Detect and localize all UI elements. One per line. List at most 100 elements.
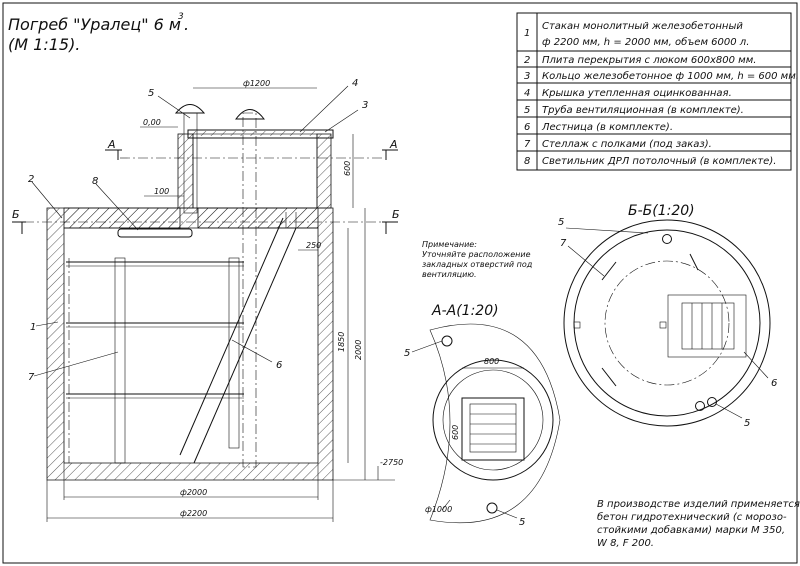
ceiling-lamp — [117, 228, 193, 238]
spec-row-7-text: Стеллаж с полками (под заказ). — [542, 139, 712, 150]
section-mark-A-right: А — [382, 138, 398, 160]
aa-vent-hole-2 — [486, 502, 498, 514]
spec-row-4-num: 4 — [524, 88, 530, 99]
aa-dim-600: 600 — [451, 425, 460, 440]
callout-5: 5 — [148, 88, 154, 99]
cover-slab-left — [63, 207, 181, 229]
neck-ring-right — [316, 133, 332, 209]
spec-row-7-num: 7 — [524, 139, 531, 150]
bb-vent-hole-1 — [662, 234, 672, 244]
spec-row-8-text: Светильник ДРЛ потолочный (в комплекте). — [542, 156, 776, 167]
aa-dim-800: 800 — [484, 357, 499, 366]
svg-text:Б: Б — [12, 208, 20, 221]
svg-text:А: А — [389, 138, 398, 151]
svg-text:Б: Б — [392, 208, 400, 221]
bb-callout-5b: 5 — [744, 418, 750, 429]
spec-row-6-num: 6 — [524, 122, 530, 133]
ventilation-note: Примечание: Уточняйте расположение закла… — [422, 240, 533, 279]
neck-ring-inner — [192, 133, 318, 209]
shelving-unit — [66, 257, 244, 464]
level-minus-2750: -2750 — [380, 458, 403, 467]
title-superscript: 3 — [178, 12, 184, 22]
footer-line4: W 8, F 200. — [597, 538, 654, 549]
callout-3: 3 — [362, 100, 368, 111]
bb-vent-hole-3 — [707, 397, 717, 407]
aa-outer-ring — [432, 359, 554, 481]
spec-row-3-num: 3 — [524, 71, 530, 82]
dim-d2200: ф2200 — [180, 509, 207, 518]
vent-pipe-1 — [174, 104, 206, 214]
bb-ladder-plan — [667, 294, 747, 358]
spec-row-8-num: 8 — [524, 156, 530, 167]
section-AA-view: А-А(1:20) 800 600 ф1000 5 5 — [404, 303, 561, 528]
spec-row-2-text: Плита перекрытия с люком 600х800 мм. — [542, 55, 756, 66]
callout-6: 6 — [276, 360, 282, 371]
bb-callout-5: 5 — [558, 217, 564, 228]
spec-row-5-text: Труба вентиляционная (в комплекте). — [542, 104, 744, 116]
spec-table: 1 Стакан монолитный железобетонный ф 220… — [516, 12, 799, 171]
bb-neck-outline — [604, 260, 730, 386]
spec-row-6-text: Лестница (в комплекте). — [541, 122, 673, 133]
dim-w250: 250 — [306, 241, 321, 250]
note-line1: Примечание: — [422, 240, 477, 249]
bb-outer-wall — [563, 219, 771, 427]
concrete-shell — [46, 207, 334, 481]
dim-d2000: ф2000 — [180, 488, 207, 497]
section-BB-title: Б-Б(1:20) — [628, 203, 695, 219]
note-line2: Уточняйте расположение — [422, 250, 531, 259]
spec-row-5-num: 5 — [524, 105, 530, 116]
concrete-note: В производстве изделий применяется бетон… — [597, 499, 800, 549]
dim-h600: 600 — [343, 161, 352, 176]
section-AA-title: А-А(1:20) — [431, 303, 499, 319]
aa-inner-ring — [442, 369, 544, 471]
spec-row-4-text: Крышка утепленная оцинкованная. — [542, 88, 732, 99]
title-line1: Погреб "Уралец" 6 м — [8, 15, 181, 34]
aa-dim-d1000: ф1000 — [425, 505, 452, 514]
spec-row-1-text2: ф 2200 мм, h = 2000 мм, объем 6000 л. — [542, 36, 749, 48]
spec-row-1-num: 1 — [524, 28, 530, 39]
aa-vent-hole-1 — [441, 335, 453, 347]
insulated-lid — [187, 129, 334, 139]
aa-callout-5: 5 — [404, 348, 410, 359]
spec-row-1-text: Стакан монолитный железобетонный — [542, 20, 743, 32]
dim-w100: 100 — [154, 187, 169, 196]
section-BB-view: Б-Б(1:20) 5 7 5 6 — [558, 203, 777, 429]
ladder — [179, 212, 297, 464]
aa-callout-5b: 5 — [519, 517, 525, 528]
footer-line2: бетон гидротехнический (с морозо- — [597, 511, 787, 523]
dim-h1850: 1850 — [337, 332, 346, 352]
spec-row-3-text: Кольцо железобетонное ф 1000 мм, h = 600… — [542, 70, 799, 82]
spec-row-2-num: 2 — [524, 55, 530, 66]
neck-ring-left — [177, 133, 194, 209]
note-line4: вентиляцию. — [422, 270, 477, 279]
callout-4: 4 — [352, 78, 358, 89]
callout-8: 8 — [92, 176, 98, 187]
drawing-title: Погреб "Уралец" 6 м 3 . (М 1:15). — [8, 12, 189, 54]
title-line1-end: . — [184, 15, 189, 34]
section-mark-A-left: А — [105, 138, 122, 160]
footer-line1: В производстве изделий применяется — [597, 499, 800, 510]
title-scale: (М 1:15). — [8, 35, 80, 54]
callout-7: 7 — [28, 372, 35, 383]
main-section-view: ф1200 0,00 600 100 250 1850 2000 -2750 ф… — [12, 78, 403, 522]
aa-hatch-opening — [461, 397, 525, 461]
vent-pipe-2 — [235, 109, 265, 468]
spec-table-border — [516, 12, 792, 171]
dim-d1200: ф1200 — [243, 79, 270, 88]
section-mark-B-left: Б — [12, 208, 26, 234]
cover-slab-right — [197, 207, 319, 229]
bb-vent-hole-2 — [695, 401, 705, 411]
callout-1: 1 — [30, 322, 36, 333]
callout-2: 2 — [28, 174, 34, 185]
level-0: 0,00 — [143, 118, 161, 127]
bb-callout-7: 7 — [560, 238, 567, 249]
bb-inner-wall — [573, 229, 761, 417]
svg-text:А: А — [107, 138, 116, 151]
bb-callout-6: 6 — [771, 378, 777, 389]
footer-line3: стойкими добавками) марки М 350, — [597, 524, 785, 536]
dim-h2000: 2000 — [354, 340, 363, 360]
section-mark-B-right: Б — [382, 208, 400, 234]
note-line3: закладных отверстий под — [422, 260, 533, 269]
